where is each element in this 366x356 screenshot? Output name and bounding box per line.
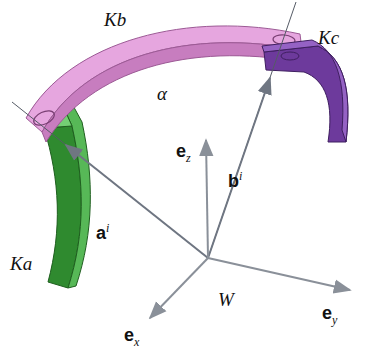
angle-label: α [157, 84, 167, 103]
axis-z [206, 140, 208, 258]
axis-label: ex [124, 326, 139, 348]
joint-axis [208, 2, 296, 258]
axis-y [208, 258, 350, 290]
frame-label: W [218, 290, 234, 309]
link-kc [262, 40, 348, 142]
axis-x [150, 258, 208, 318]
vector-label: bi [228, 170, 242, 190]
joint-axis [12, 102, 208, 258]
axis-label: ez [176, 142, 191, 164]
link-kb [26, 26, 302, 142]
vector-label: ai [96, 222, 109, 242]
axis-label: ey [322, 304, 337, 326]
vector-a [66, 145, 208, 258]
part-name: Ka [10, 254, 32, 273]
part-name: Kb [104, 10, 126, 29]
vector-b [208, 78, 270, 258]
part-name: Kc [318, 28, 339, 47]
